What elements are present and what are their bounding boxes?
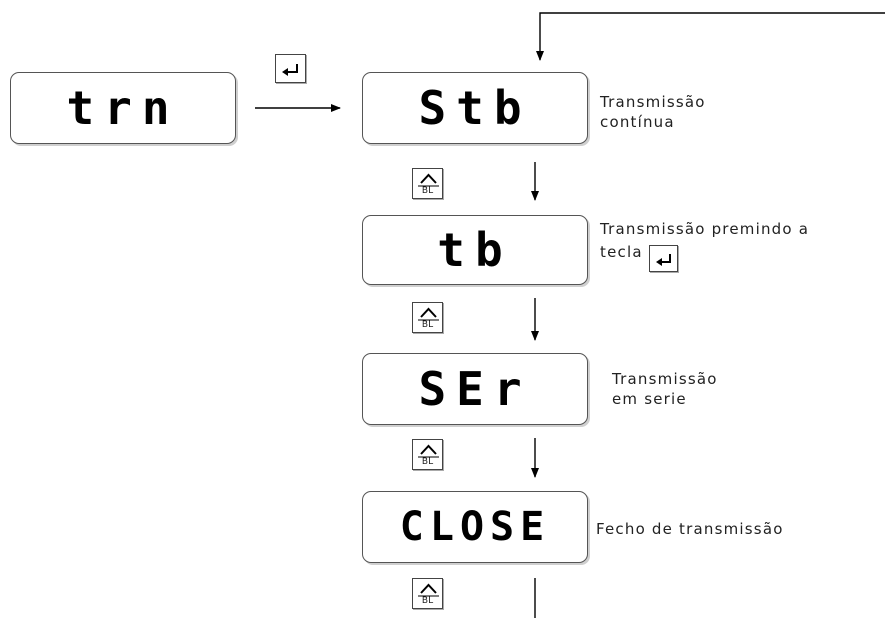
description-line: tecla bbox=[600, 243, 643, 261]
display-tb: tb bbox=[362, 215, 588, 285]
up-arrow-key-icon: BL bbox=[412, 578, 443, 609]
display-ser: SEr bbox=[362, 353, 588, 425]
display-stb: Stb bbox=[362, 72, 588, 144]
display-text: tb bbox=[437, 223, 513, 277]
display-close: CLOSE bbox=[362, 491, 588, 563]
enter-key-icon bbox=[275, 54, 306, 83]
description-line: em serie bbox=[612, 390, 687, 408]
description-line: Transmissão bbox=[600, 93, 706, 111]
display-text: SEr bbox=[418, 362, 532, 416]
key-label: BL bbox=[421, 596, 434, 606]
key-label: BL bbox=[421, 457, 434, 467]
option-description: Transmissão contínua bbox=[600, 92, 706, 132]
display-text: CLOSE bbox=[399, 504, 551, 550]
display-text: trn bbox=[66, 81, 180, 135]
enter-key-icon bbox=[648, 245, 678, 272]
up-arrow-key-icon: BL bbox=[412, 439, 443, 470]
display-text: Stb bbox=[418, 81, 532, 135]
loop-back-arrow bbox=[536, 12, 885, 61]
description-line: Transmissão premindo a bbox=[600, 220, 810, 238]
display-trn: trn bbox=[10, 72, 236, 144]
option-description: Transmissão premindo a tecla bbox=[600, 219, 810, 272]
option-description: Fecho de transmissão bbox=[596, 519, 784, 539]
description-line: Fecho de transmissão bbox=[596, 520, 784, 538]
description-line: Transmissão bbox=[612, 370, 718, 388]
up-arrow-key-icon: BL bbox=[412, 168, 443, 199]
description-line: contínua bbox=[600, 113, 675, 131]
option-description: Transmissão em serie bbox=[612, 369, 718, 409]
key-label: BL bbox=[421, 320, 434, 330]
up-arrow-key-icon: BL bbox=[412, 302, 443, 333]
key-label: BL bbox=[421, 186, 434, 196]
